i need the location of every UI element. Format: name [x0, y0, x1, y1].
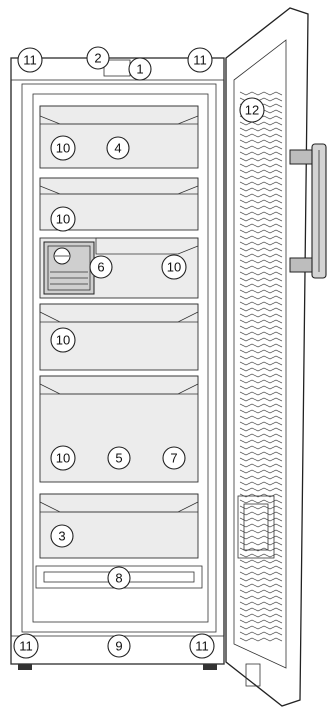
callout-1: 1 — [129, 58, 151, 80]
svg-text:11: 11 — [23, 53, 37, 68]
callout-10-drawer-1: 10 — [51, 136, 75, 160]
svg-text:6: 6 — [97, 260, 104, 275]
callout-7: 7 — [163, 447, 185, 469]
callout-10-drawer-4: 10 — [51, 328, 75, 352]
svg-text:4: 4 — [114, 141, 121, 156]
callout-10-drawer-5: 10 — [51, 446, 75, 470]
callout-4: 4 — [107, 137, 129, 159]
svg-text:10: 10 — [167, 260, 181, 275]
svg-text:11: 11 — [193, 53, 207, 68]
callout-6: 6 — [90, 256, 112, 278]
door-handle — [290, 144, 326, 278]
svg-text:10: 10 — [56, 212, 70, 227]
svg-text:2: 2 — [94, 51, 101, 66]
callout-11-top-left: 11 — [18, 48, 42, 72]
callout-10-drawer-2: 10 — [51, 207, 75, 231]
callout-9: 9 — [108, 635, 130, 657]
door-gasket-pattern — [240, 92, 282, 641]
callout-11-bottom-right: 11 — [190, 634, 214, 658]
callout-10-drawer-3: 10 — [162, 255, 186, 279]
svg-text:5: 5 — [115, 451, 122, 466]
svg-text:11: 11 — [195, 639, 209, 654]
svg-text:11: 11 — [19, 639, 33, 654]
svg-text:10: 10 — [56, 141, 70, 156]
foot-right — [203, 664, 217, 670]
svg-text:12: 12 — [245, 103, 259, 118]
door — [226, 8, 308, 706]
callout-3: 3 — [51, 525, 73, 547]
callout-12: 12 — [240, 98, 264, 122]
callout-2: 2 — [87, 47, 109, 69]
foot-left — [18, 664, 32, 670]
svg-text:8: 8 — [115, 571, 122, 586]
svg-text:10: 10 — [56, 451, 70, 466]
callout-8: 8 — [108, 567, 130, 589]
svg-text:3: 3 — [58, 529, 65, 544]
callout-11-top-right: 11 — [188, 48, 212, 72]
svg-text:7: 7 — [170, 451, 177, 466]
svg-text:9: 9 — [115, 639, 122, 654]
callout-11-bottom-left: 11 — [14, 634, 38, 658]
control-panel — [44, 242, 94, 294]
svg-text:1: 1 — [136, 62, 143, 77]
svg-text:10: 10 — [56, 333, 70, 348]
callout-5: 5 — [108, 447, 130, 469]
